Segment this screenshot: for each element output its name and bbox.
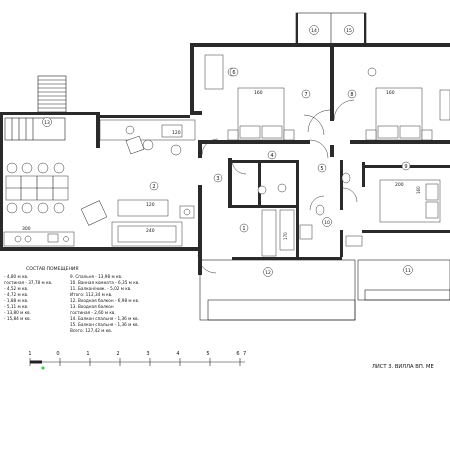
- room-labels: 1 2 3 4 5 6 7 8 9 10 11 12 13 14 15: [42, 25, 413, 277]
- kitchen-counter: [3, 231, 75, 247]
- legend-row: 15. Балкон спальня - 1,36 м кв.: [70, 322, 139, 327]
- legend-row: Итого: 112,34 м кв.: [70, 292, 112, 297]
- room-label-4: 4: [267, 150, 277, 160]
- room-label-7: 7: [301, 89, 311, 99]
- dim-bed-2: 160: [386, 90, 395, 96]
- room-no-12: 12: [265, 270, 271, 276]
- legend-title: СОСТАВ ПОМЕЩЕНИЯ: [26, 266, 79, 272]
- legend-row: - 4,52 м кв.: [4, 286, 28, 291]
- living-furniture: [80, 119, 196, 247]
- scale-tick: 6: [236, 351, 239, 357]
- scale-tick: 0: [56, 351, 59, 357]
- room-no-9: 9: [404, 164, 407, 170]
- room-label-3: 3: [213, 173, 223, 183]
- scale-tick: 1: [28, 351, 31, 357]
- legend: СОСТАВ ПОМЕЩЕНИЯ - 4,80 м кв. гостиная -…: [4, 266, 140, 333]
- legend-row: 9. Спальня - 13,98 м кв.: [70, 274, 122, 279]
- legend-row: - 4,80 м кв.: [4, 274, 28, 279]
- legend-row: - 1,88 м кв.: [4, 298, 28, 303]
- legend-row: - 4,72 м кв.: [4, 292, 28, 297]
- room-label-8: 8: [347, 89, 357, 99]
- room-no-6: 6: [232, 70, 235, 76]
- dim-kitchen: 300: [22, 226, 31, 232]
- dim-bed-1: 160: [254, 90, 263, 96]
- room-label-1: 1: [239, 223, 249, 233]
- room-no-13: 13: [44, 120, 50, 126]
- dimension-labels: 160 160 200 160 240 120 120 300 170: [22, 90, 421, 240]
- legend-row: 12. Входная балкон - 6,98 м кв.: [70, 298, 139, 303]
- bedrooms-furniture: [204, 54, 450, 223]
- room-label-5: 5: [317, 163, 327, 173]
- room-no-11: 11: [405, 268, 411, 274]
- legend-row: - 13,80 м кв.: [4, 310, 31, 315]
- room-no-3: 3: [216, 176, 219, 182]
- room-label-12: 12: [263, 267, 273, 277]
- bathroom-fixtures: [257, 172, 363, 257]
- scale-tick: 4: [176, 351, 179, 357]
- room-no-15: 15: [346, 28, 352, 34]
- dining-set: [5, 162, 69, 214]
- room-label-15: 15: [344, 25, 354, 35]
- dim-sofa: 240: [146, 228, 155, 234]
- scale-tick: 5: [206, 351, 209, 357]
- room-no-4: 4: [270, 153, 273, 159]
- room-label-2: 2: [149, 181, 159, 191]
- room-label-10: 10: [322, 217, 332, 227]
- scale-tick: 2: [116, 351, 119, 357]
- legend-col2: 9. Спальня - 13,98 м кв. 10. Ванная комн…: [70, 274, 140, 333]
- doors: [197, 99, 358, 274]
- room-no-7: 7: [304, 92, 307, 98]
- legend-col1: - 4,80 м кв. гостиная - 37,78 м кв. - 4,…: [4, 274, 52, 321]
- room-no-1: 1: [242, 226, 245, 232]
- legend-row: гостиная - 2,60 м кв.: [70, 310, 116, 315]
- legend-row: - 5,11 м кв.: [4, 304, 28, 309]
- scale-tick: 7: [243, 351, 246, 357]
- room-no-2: 2: [152, 184, 155, 190]
- legend-row: 11. Балкон/ниж. - 5,02 м кв.: [70, 286, 132, 291]
- sheet-title: ЛИСТ 3. ВИЛЛА ВП. МЕ: [372, 364, 434, 370]
- scale-tick: 1: [86, 351, 89, 357]
- room-label-6: 6: [229, 67, 239, 77]
- legend-row: 13. Входная балкон: [70, 304, 114, 309]
- dim-bed-3-side: 160: [416, 186, 421, 194]
- legend-row: 10. Ванная комната - 6,35 м кв.: [70, 280, 140, 285]
- dim-table-2: 120: [146, 202, 155, 208]
- room-label-9: 9: [401, 161, 411, 171]
- dim-bath: 170: [283, 232, 288, 240]
- room-no-14: 14: [311, 28, 317, 34]
- legend-row: 14. Балкон спальня - 1,36 м кв.: [70, 316, 139, 321]
- legend-row: - 15,84 м кв.: [4, 316, 31, 321]
- room-label-13: 13: [42, 117, 52, 127]
- dim-bed-3: 200: [395, 182, 404, 188]
- walls: [0, 12, 450, 321]
- room-no-10: 10: [324, 220, 330, 226]
- scale-bar: 1 0 1 2 3 4 5 6 7: [28, 351, 246, 370]
- legend-row: гостиная - 37,78 м кв.: [4, 280, 52, 285]
- dim-table-3: 120: [172, 130, 181, 136]
- staircase: [4, 75, 67, 141]
- room-label-11: 11: [403, 265, 413, 275]
- legend-row: Всего: 127,42 м кв.: [70, 328, 112, 333]
- room-no-5: 5: [320, 166, 323, 172]
- room-no-8: 8: [350, 92, 353, 98]
- scale-tick: 3: [146, 351, 149, 357]
- room-label-14: 14: [309, 25, 319, 35]
